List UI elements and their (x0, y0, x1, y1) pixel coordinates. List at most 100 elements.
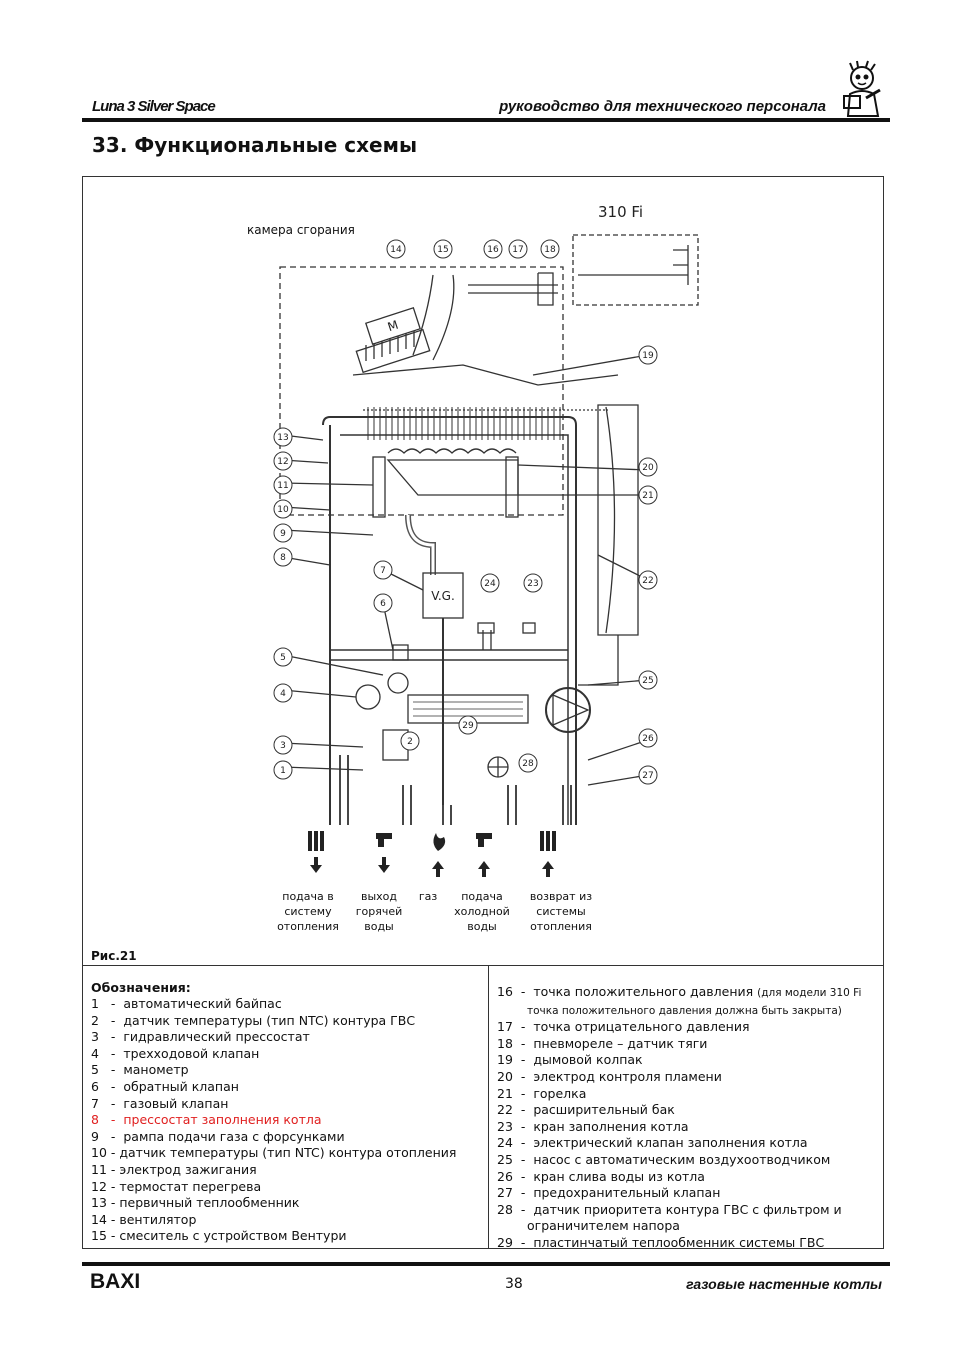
legend-item: 25 - насос с автоматическим воздухоотвод… (497, 1151, 831, 1167)
legend-item: 29 - пластинчатый теплообменник системы … (497, 1234, 825, 1250)
legend-text: точка отрицательного давления (533, 1019, 750, 1035)
gas-valve-label: V.G. (431, 589, 455, 603)
legend-item: 12 - термостат перегрева (91, 1178, 262, 1194)
legend-text: пластинчатый теплообменник системы ГВС (533, 1234, 825, 1250)
callout-16: 16 (487, 245, 499, 255)
callout-20: 20 (642, 463, 654, 473)
legend-note: точка положительного давления должна быт… (527, 1004, 842, 1017)
legend-item: 16 - точка положительного давления (для … (497, 984, 862, 999)
legend-number: 9 (91, 1128, 99, 1144)
legend-number: 27 (497, 1185, 513, 1201)
legend-item: 8 - прессостат заполнения котла (91, 1112, 322, 1128)
legend-text: датчик температуры (тип NTC) контура ото… (119, 1145, 457, 1161)
legend-number: 5 (91, 1062, 99, 1078)
callout-12: 12 (277, 457, 288, 467)
callout-18: 18 (544, 245, 556, 255)
legend-number: 17 (497, 1019, 513, 1035)
legend-text: манометр (123, 1062, 189, 1078)
legend-number: 18 (497, 1035, 513, 1051)
legend-number: 29 (497, 1234, 513, 1250)
legend-text: кран заполнения котла (533, 1118, 689, 1134)
functional-diagram: 1 2 3 4 5 6 7 8 9 10 11 12 13 14 15 16 1… (273, 203, 699, 825)
legend-number: 28 (497, 1201, 513, 1217)
legend-item: 13 - первичный теплообменник (91, 1195, 300, 1211)
legend-number: 3 (91, 1029, 99, 1045)
legend-right-column: 16 - точка положительного давления (для … (489, 966, 885, 1250)
legend-number: 13 (91, 1195, 107, 1211)
legend-text: датчик приоритета контура ГВС с фильтром… (533, 1201, 842, 1217)
legend-number: 1 (91, 996, 99, 1011)
legend-item: 15 - смеситель с устройством Вентури (91, 1228, 347, 1244)
gas-flame-icon (432, 833, 446, 877)
legend-number: 15 (91, 1228, 107, 1244)
legend-text: вентилятор (119, 1211, 197, 1227)
legend-text: горелка (533, 1085, 587, 1101)
legend-text: расширительный бак (533, 1102, 675, 1118)
legend-number: 26 (497, 1168, 513, 1184)
hot-water-tap-icon (376, 833, 392, 873)
legend-text: насос с автоматическим воздухоотводчиком (533, 1151, 831, 1167)
legend-number: 12 (91, 1178, 107, 1194)
legend-text: электрический клапан заполнения котла (533, 1135, 808, 1151)
legend-number: 25 (497, 1151, 513, 1167)
callout-22: 22 (642, 576, 653, 586)
legend-text: электрод зажигания (119, 1161, 257, 1177)
legend-item: 21 - горелка (497, 1085, 587, 1101)
legend-text: первичный теплообменник (119, 1195, 300, 1211)
legend-number: 10 (91, 1145, 107, 1161)
legend-text: прессостат заполнения котла (123, 1112, 322, 1128)
legend-item: 27 - предохранительный клапан (497, 1185, 721, 1201)
legend-note: (для модели 310 Fi (757, 987, 862, 999)
legend-item: 17 - точка отрицательного давления (497, 1019, 750, 1035)
callout-25: 25 (642, 676, 653, 686)
legend-number: 8 (91, 1112, 99, 1128)
legend-number: 21 (497, 1085, 513, 1101)
legend-item: 20 - электрод контроля пламени (497, 1068, 722, 1084)
legend-text: кран слива воды из котла (533, 1168, 705, 1184)
footer-product: газовые настенные котлы (686, 1276, 882, 1292)
figure-frame: камера сгорания (82, 176, 884, 966)
legend-text: датчик температуры (тип NTC) контура ГВС (123, 1012, 416, 1028)
legend-number: 14 (91, 1211, 107, 1227)
callout-2: 2 (407, 737, 413, 747)
callout-21: 21 (642, 491, 653, 501)
legend-text: термостат перегрева (119, 1178, 262, 1194)
legend-item: 4 - трехходовой клапан (91, 1045, 260, 1061)
connection-icons (308, 831, 556, 877)
callout-6: 6 (380, 599, 386, 609)
legend-number: 2 (91, 1012, 99, 1028)
legend-text: точка положительного давления (533, 984, 754, 999)
callout-13: 13 (277, 433, 288, 443)
legend-item: 11 - электрод зажигания (91, 1161, 257, 1177)
legend-text: гидравлический прессостат (123, 1029, 310, 1045)
legend-number: 4 (91, 1045, 99, 1061)
legend-item: 6 - обратный клапан (91, 1078, 239, 1094)
callout-7: 7 (380, 566, 386, 576)
legend-number: 24 (497, 1135, 513, 1151)
callout-4: 4 (280, 689, 286, 699)
legend-item: 14 - вентилятор (91, 1211, 197, 1227)
legend-text: дымовой колпак (533, 1052, 643, 1068)
callout-1: 1 (280, 766, 286, 776)
callout-28: 28 (522, 759, 534, 769)
legend-text: ограничителем напора (527, 1218, 680, 1234)
legend-text: рампа подачи газа с форсунками (123, 1128, 345, 1144)
legend-item: 10 - датчик температуры (тип NTC) контур… (91, 1145, 457, 1161)
callout-3: 3 (280, 741, 286, 751)
legend-text: электрод контроля пламени (533, 1068, 722, 1084)
radiator-return-icon (540, 831, 556, 877)
legend-text: автоматический байпас (123, 996, 282, 1011)
legend-text: пневмореле – датчик тяги (533, 1035, 708, 1051)
legend-text: трехходовой клапан (123, 1045, 260, 1061)
legend-item: 7 - газовый клапан (91, 1095, 229, 1111)
section-title: 33. Функциональные схемы (92, 133, 418, 157)
legend-item-continuation: ограничителем напора (497, 1218, 885, 1235)
legend-item: 22 - расширительный бак (497, 1102, 675, 1118)
callout-15: 15 (437, 245, 448, 255)
legend-text: предохранительный клапан (533, 1185, 721, 1201)
radiator-out-icon (308, 831, 324, 873)
